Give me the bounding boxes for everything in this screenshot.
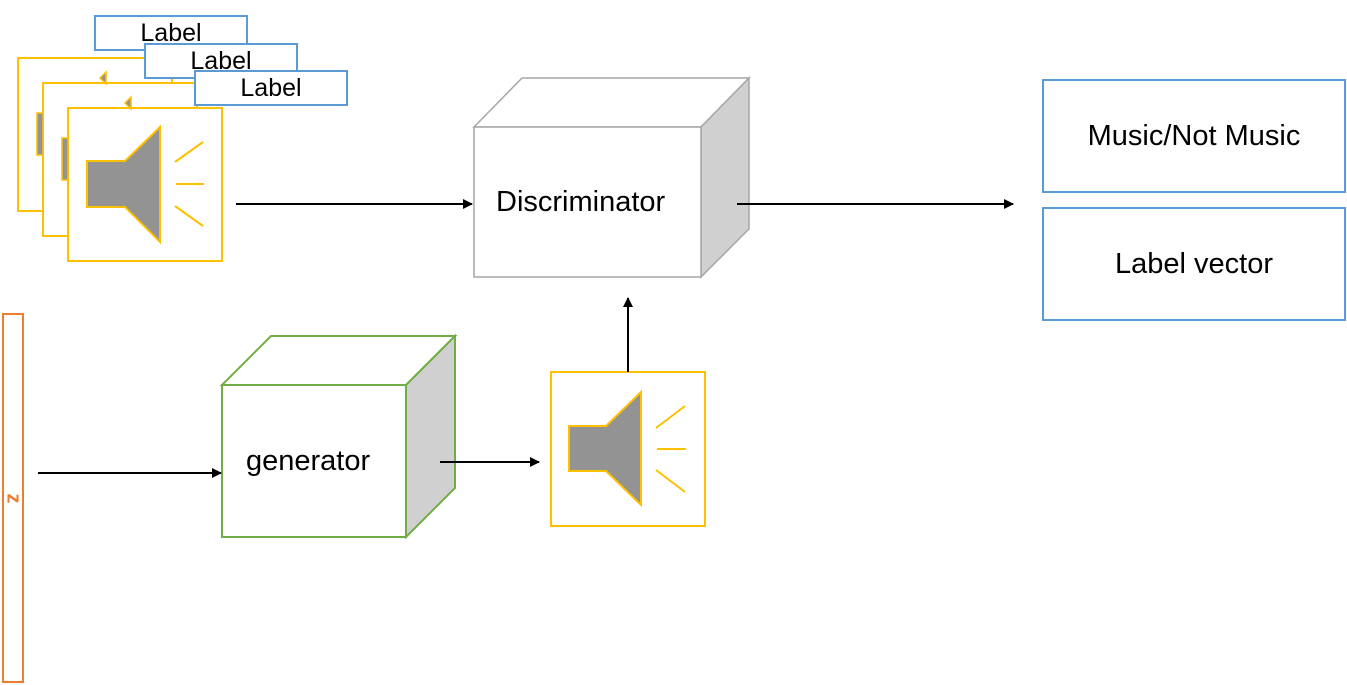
sample-label-tag: Label bbox=[194, 70, 348, 106]
speaker-icon bbox=[568, 389, 686, 508]
generated-audio-card bbox=[550, 371, 706, 527]
discriminator-label: Discriminator bbox=[496, 186, 666, 218]
real-audio-stack bbox=[17, 57, 223, 262]
generator-cube bbox=[219, 333, 458, 540]
output-music-not-music: Music/Not Music bbox=[1042, 79, 1346, 193]
discriminator-cube bbox=[472, 76, 751, 279]
noise-vector-label: z bbox=[2, 493, 25, 504]
noise-vector: z bbox=[2, 313, 25, 683]
generator-label: generator bbox=[246, 445, 371, 477]
speaker-icon bbox=[86, 124, 204, 245]
real-audio-card-front bbox=[61, 95, 223, 262]
output-label-vector: Label vector bbox=[1042, 207, 1346, 321]
